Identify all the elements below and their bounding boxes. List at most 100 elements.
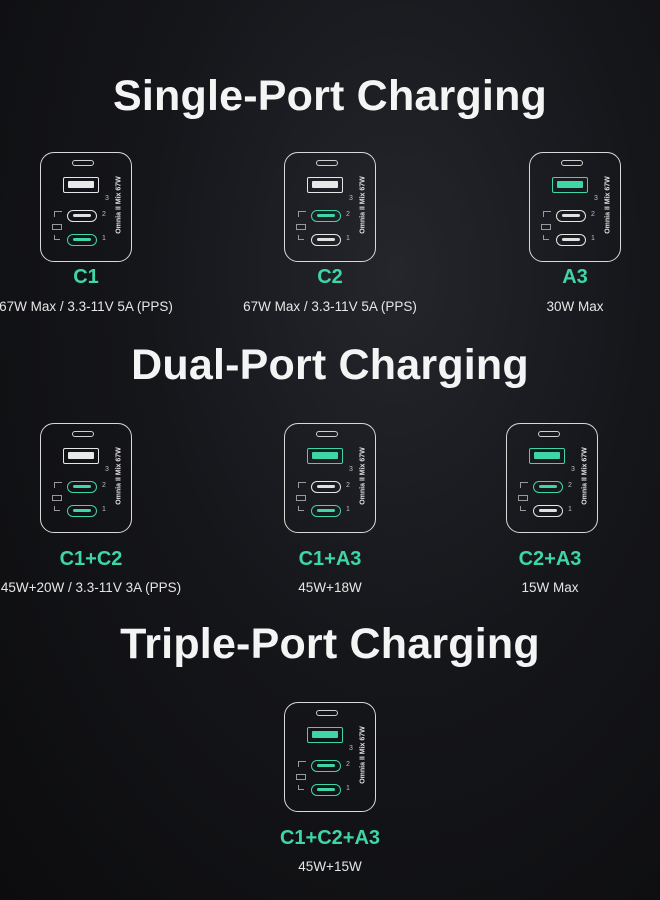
charger-diagram: 3 2 1 Omnia II Mix 67W [284, 423, 376, 533]
charger-diagram: 3 2 1 Omnia II Mix 67W [506, 423, 598, 533]
charger-model-text: Omnia II Mix 67W [604, 176, 612, 234]
charger-model-text: Omnia II Mix 67W [115, 176, 123, 234]
port-number: 3 [349, 745, 353, 752]
usb-c-port-c1 [311, 234, 341, 246]
port-number: 1 [102, 506, 106, 513]
section-title-single-port: Single-Port Charging [113, 72, 547, 120]
port-number: 3 [594, 195, 598, 202]
corner-mark-icon [298, 235, 304, 240]
port-number: 1 [568, 506, 572, 513]
charger-model-text: Omnia II Mix 67W [359, 726, 367, 784]
corner-mark-icon [298, 482, 306, 488]
usb-c-port-c1 [67, 505, 97, 517]
power-spec: 15W Max [521, 580, 579, 595]
charger-model-text: Omnia II Mix 67W [359, 176, 367, 234]
corner-mark-icon [298, 761, 306, 767]
usb-c-port-c2 [556, 210, 586, 222]
port-number: 3 [349, 466, 353, 473]
port-number: 1 [591, 235, 595, 242]
section-title-triple-port: Triple-Port Charging [120, 620, 540, 668]
usb-c-port-c2 [533, 481, 563, 493]
charger-diagram: 3 2 1 Omnia II Mix 67W [529, 152, 621, 262]
port-combo-label: C2 [317, 266, 343, 288]
usb-c-port-c2 [67, 210, 97, 222]
corner-mark-icon [520, 482, 528, 488]
charger-model-text: Omnia II Mix 67W [359, 447, 367, 505]
port-number: 2 [102, 211, 106, 218]
usb-c-port-c2 [67, 481, 97, 493]
corner-mark-icon [54, 482, 62, 488]
port-combo-label: A3 [562, 266, 588, 288]
usb-a-port-a3 [307, 177, 343, 193]
port-combo-label: C1+C2 [59, 548, 123, 570]
port-number: 1 [346, 506, 350, 513]
usb-a-port-a3 [552, 177, 588, 193]
port-combo-label: C1+A3 [298, 548, 362, 570]
corner-mark-icon [54, 235, 60, 240]
port-number: 1 [102, 235, 106, 242]
usb-c-port-top [561, 160, 583, 166]
port-combo-label: C2+A3 [518, 548, 582, 570]
laptop-icon [518, 495, 528, 501]
port-combo-label: C1 [73, 266, 99, 288]
port-combo-label: C1+C2+A3 [279, 827, 381, 849]
corner-mark-icon [298, 211, 306, 217]
port-number: 3 [349, 195, 353, 202]
port-number: 3 [571, 466, 575, 473]
power-spec: 67W Max / 3.3-11V 5A (PPS) [0, 299, 173, 314]
section-title-dual-port: Dual-Port Charging [131, 341, 529, 389]
usb-c-port-top [316, 160, 338, 166]
corner-mark-icon [54, 506, 60, 511]
port-number: 2 [346, 761, 350, 768]
usb-a-port-a3 [307, 727, 343, 743]
port-number: 2 [591, 211, 595, 218]
power-spec: 30W Max [546, 299, 604, 314]
laptop-icon [296, 224, 306, 230]
usb-c-port-top [72, 431, 94, 437]
power-spec: 67W Max / 3.3-11V 5A (PPS) [243, 299, 417, 314]
charger-diagram: 3 2 1 Omnia II Mix 67W [40, 152, 132, 262]
port-number: 1 [346, 785, 350, 792]
port-number: 2 [102, 482, 106, 489]
power-spec: 45W+18W [298, 580, 362, 595]
usb-c-port-c1 [311, 505, 341, 517]
charger-model-text: Omnia II Mix 67W [581, 447, 589, 505]
usb-c-port-c2 [311, 481, 341, 493]
charger-diagram: 3 2 1 Omnia II Mix 67W [284, 152, 376, 262]
usb-c-port-c1 [533, 505, 563, 517]
usb-c-port-c1 [311, 784, 341, 796]
usb-c-port-top [538, 431, 560, 437]
usb-c-port-c1 [67, 234, 97, 246]
charger-diagram: 3 2 1 Omnia II Mix 67W [40, 423, 132, 533]
port-number: 2 [346, 482, 350, 489]
laptop-icon [52, 495, 62, 501]
usb-c-port-top [316, 431, 338, 437]
charger-diagram: 3 2 1 Omnia II Mix 67W [284, 702, 376, 812]
laptop-icon [296, 774, 306, 780]
usb-a-port-a3 [529, 448, 565, 464]
usb-a-port-a3 [63, 448, 99, 464]
usb-a-port-a3 [63, 177, 99, 193]
power-spec: 45W+15W [298, 859, 362, 874]
usb-c-port-top [316, 710, 338, 716]
usb-a-port-a3 [307, 448, 343, 464]
usb-c-port-c2 [311, 210, 341, 222]
corner-mark-icon [543, 211, 551, 217]
corner-mark-icon [520, 506, 526, 511]
usb-c-port-c1 [556, 234, 586, 246]
port-number: 2 [568, 482, 572, 489]
charger-model-text: Omnia II Mix 67W [115, 447, 123, 505]
laptop-icon [296, 495, 306, 501]
port-number: 3 [105, 466, 109, 473]
corner-mark-icon [543, 235, 549, 240]
usb-c-port-top [72, 160, 94, 166]
laptop-icon [52, 224, 62, 230]
port-number: 2 [346, 211, 350, 218]
corner-mark-icon [298, 506, 304, 511]
power-spec: 45W+20W / 3.3-11V 3A (PPS) [0, 580, 182, 595]
laptop-icon [541, 224, 551, 230]
corner-mark-icon [54, 211, 62, 217]
port-number: 1 [346, 235, 350, 242]
port-number: 3 [105, 195, 109, 202]
